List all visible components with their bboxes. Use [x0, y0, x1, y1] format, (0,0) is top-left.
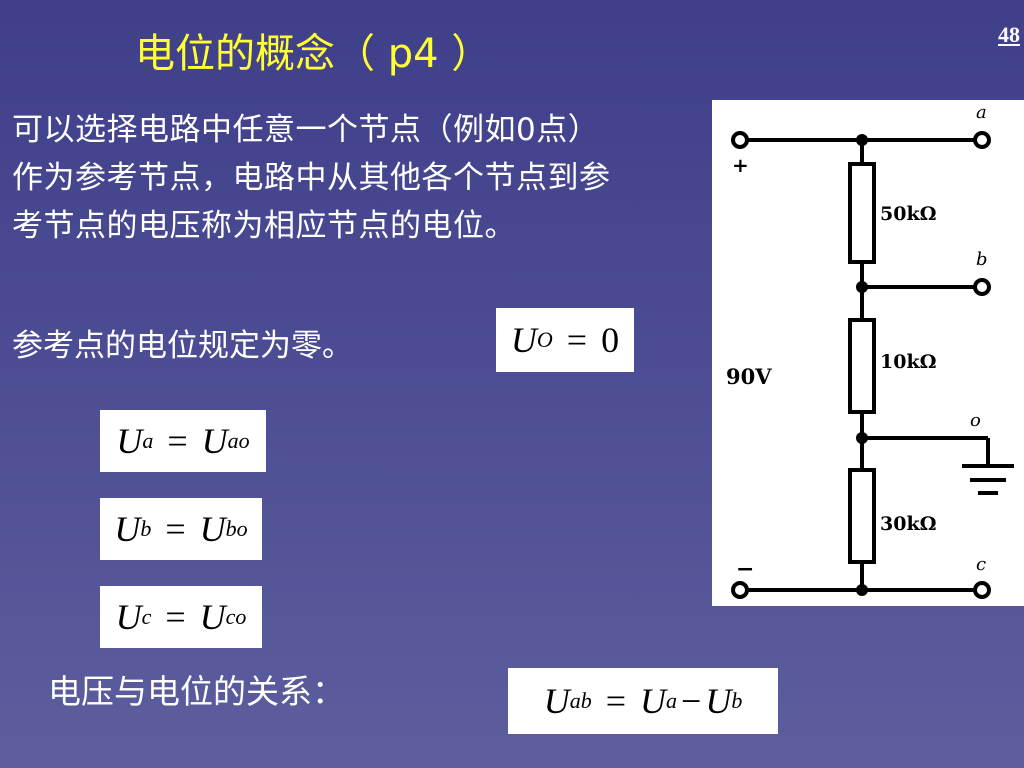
page-title: 电位的概念（ p4 ）	[135, 31, 492, 77]
label-r1: 50kΩ	[880, 203, 937, 225]
circuit-diagram: a b o c + − 90V 50kΩ 10kΩ 30kΩ	[712, 100, 1024, 606]
resistor-10k	[848, 318, 876, 414]
terminal-minus	[731, 581, 749, 599]
definition-paragraph: 可以选择电路中任意一个节点（例如0点）作为参考节点，电路中从其他各个节点到参考节…	[12, 112, 611, 244]
terminal-plus	[731, 131, 749, 149]
terminal-a	[973, 131, 991, 149]
label-r3: 30kΩ	[880, 513, 937, 535]
label-node-o: o	[970, 410, 981, 431]
label-minus: −	[736, 556, 754, 582]
junction-o	[856, 432, 868, 444]
resistor-30k	[848, 468, 876, 564]
label-node-c: c	[976, 554, 986, 575]
label-node-a: a	[976, 102, 987, 123]
junction-top	[856, 134, 868, 146]
label-plus: +	[732, 153, 749, 177]
junction-b	[856, 281, 868, 293]
reference-note: 参考点的电位规定为零。	[12, 328, 353, 364]
page-number: 48	[998, 22, 1020, 47]
label-r2: 10kΩ	[880, 351, 937, 373]
ground-icon	[962, 464, 1014, 495]
label-node-b: b	[976, 249, 988, 270]
junction-bottom	[856, 584, 868, 596]
terminal-c	[973, 581, 991, 599]
terminal-b	[973, 278, 991, 296]
relation-label: 电压与电位的关系：	[48, 672, 345, 711]
label-source: 90V	[726, 364, 772, 389]
resistor-50k	[848, 162, 876, 264]
